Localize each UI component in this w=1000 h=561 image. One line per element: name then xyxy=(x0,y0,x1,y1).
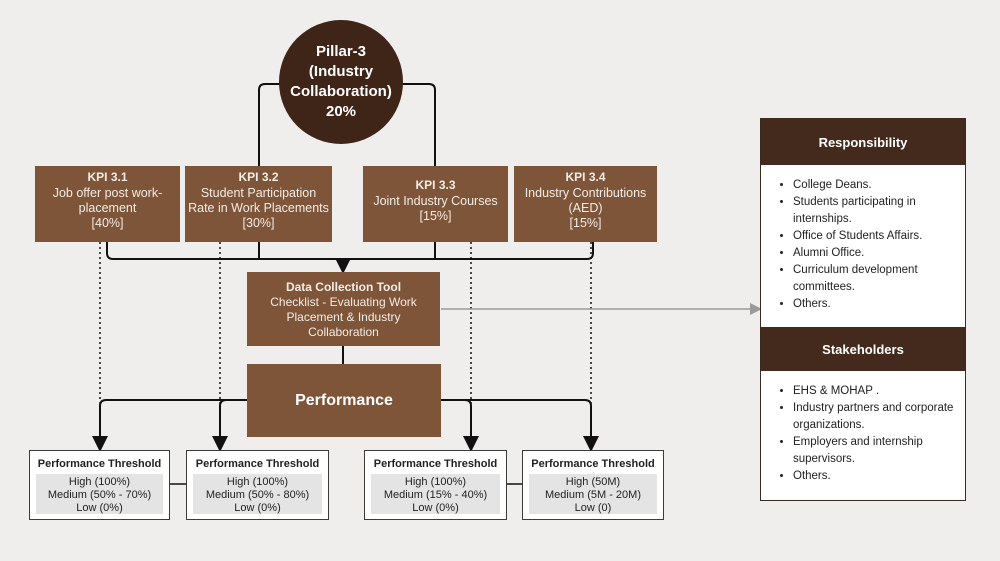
threshold-title: Performance Threshold xyxy=(195,458,320,470)
kpi-weight: [30%] xyxy=(242,216,275,230)
threshold-medium: Medium (5M - 20M) xyxy=(545,489,641,501)
list-item: EHS & MOHAP . xyxy=(793,383,959,400)
kpi-title: KPI 3.1 xyxy=(87,170,128,184)
kpi-line: Joint Industry Courses xyxy=(373,194,498,208)
stakeholders-list: EHS & MOHAP . Industry partners and corp… xyxy=(761,383,965,485)
kpi-line: Student Participation xyxy=(200,186,317,200)
list-item: Curriculum development committees. xyxy=(793,262,959,296)
line-perf-thr2 xyxy=(212,399,247,452)
line-perf-thr4 xyxy=(441,399,599,452)
dct-line: Placement & Industry xyxy=(286,310,401,324)
list-item: Students participating in internships. xyxy=(793,194,959,228)
kpi-line: (AED) xyxy=(568,201,603,215)
stakeholders-title: Stakeholders xyxy=(822,341,904,357)
threshold-title: Performance Threshold xyxy=(373,458,498,470)
line-perf-thr1 xyxy=(92,399,247,452)
pillar-line-3: Collaboration) xyxy=(290,83,392,100)
threshold-levels: High (100%) Medium (50% - 80%) Low (0%) xyxy=(193,474,322,514)
responsibility-stakeholders-panel: Responsibility College Deans. Students p… xyxy=(760,118,966,501)
stakeholders-header: Stakeholders xyxy=(761,327,965,371)
threshold-medium: Medium (50% - 70%) xyxy=(47,489,152,501)
threshold-low: Low (0) xyxy=(574,502,612,514)
line-kpi-merge-left xyxy=(106,242,344,265)
kpi-title: KPI 3.3 xyxy=(415,178,456,192)
kpi-title: KPI 3.2 xyxy=(238,170,279,184)
list-item: Others. xyxy=(793,296,959,313)
kpi-line: Job offer post work- xyxy=(52,186,163,200)
data-collection-tool-box: Data Collection Tool Checklist - Evaluat… xyxy=(247,272,440,346)
threshold-title: Performance Threshold xyxy=(531,458,655,470)
threshold-medium: Medium (15% - 40%) xyxy=(383,489,488,501)
line-kpi-merge-right xyxy=(342,242,594,265)
performance-label: Performance xyxy=(295,391,393,409)
line-pillar-kpi33 xyxy=(401,83,436,166)
kpi-weight: [15%] xyxy=(419,209,452,223)
responsibility-title: Responsibility xyxy=(818,134,908,150)
kpi-line: placement xyxy=(78,201,137,215)
kpi-box-3-3: KPI 3.3 Joint Industry Courses [15%] xyxy=(363,166,508,242)
kpi-weight: [40%] xyxy=(91,216,124,230)
threshold-levels: High (100%) Medium (15% - 40%) Low (0%) xyxy=(371,474,500,514)
threshold-box-4: Performance Threshold High (50M) Medium … xyxy=(522,450,664,520)
kpi-box-3-1: KPI 3.1 Job offer post work- placement [… xyxy=(35,166,180,242)
pillar-circle: Pillar-3 (Industry Collaboration) 20% xyxy=(279,20,403,144)
threshold-levels: High (100%) Medium (50% - 70%) Low (0%) xyxy=(36,474,163,514)
kpi-box-3-4: KPI 3.4 Industry Contributions (AED) [15… xyxy=(514,166,657,242)
threshold-high: High (100%) xyxy=(226,476,289,488)
threshold-high: High (100%) xyxy=(68,476,131,488)
list-item: Industry partners and corporate organiza… xyxy=(793,400,959,434)
list-item: Others. xyxy=(793,468,959,485)
line-perf-thr3 xyxy=(441,399,479,452)
threshold-box-2: Performance Threshold High (100%) Medium… xyxy=(186,450,329,520)
list-item: College Deans. xyxy=(793,177,959,194)
line-pillar-kpi32 xyxy=(258,83,281,166)
threshold-high: High (50M) xyxy=(565,476,621,488)
pillar-line-1: Pillar-3 xyxy=(315,43,367,60)
list-item: Office of Students Affairs. xyxy=(793,228,959,245)
list-item: Alumni Office. xyxy=(793,245,959,262)
threshold-low: Low (0%) xyxy=(412,502,459,514)
threshold-low: Low (0%) xyxy=(234,502,281,514)
threshold-levels: High (50M) Medium (5M - 20M) Low (0) xyxy=(529,474,657,514)
kpi-weight: [15%] xyxy=(569,216,602,230)
threshold-title: Performance Threshold xyxy=(37,458,162,470)
dct-line: Collaboration xyxy=(308,325,379,339)
dct-title: Data Collection Tool xyxy=(285,280,402,294)
threshold-medium: Medium (50% - 80%) xyxy=(205,489,310,501)
threshold-low: Low (0%) xyxy=(76,502,123,514)
kpi-line: Industry Contributions xyxy=(524,186,647,200)
threshold-box-1: Performance Threshold High (100%) Medium… xyxy=(29,450,170,520)
dct-line: Checklist - Evaluating Work xyxy=(270,295,417,309)
pillar-line-4: 20% xyxy=(325,103,357,120)
kpi-line: Rate in Work Placements xyxy=(188,201,329,215)
threshold-box-3: Performance Threshold High (100%) Medium… xyxy=(364,450,507,520)
responsibility-header: Responsibility xyxy=(761,119,965,165)
list-item: Employers and internship supervisors. xyxy=(793,434,959,468)
kpi-box-3-2: KPI 3.2 Student Participation Rate in Wo… xyxy=(185,166,332,242)
threshold-high: High (100%) xyxy=(404,476,467,488)
kpi-title: KPI 3.4 xyxy=(565,170,606,184)
responsibility-list: College Deans. Students participating in… xyxy=(761,177,965,313)
performance-box: Performance xyxy=(247,364,441,437)
pillar-line-2: (Industry xyxy=(308,63,374,80)
